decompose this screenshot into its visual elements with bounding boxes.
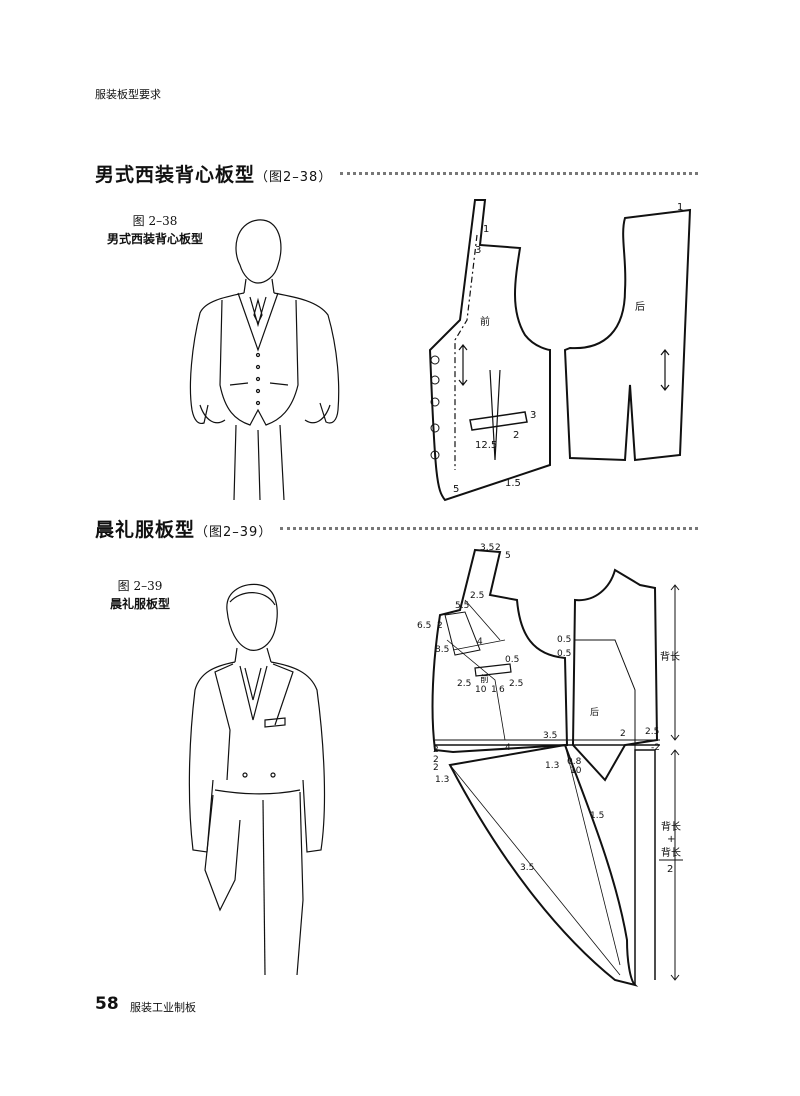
vest-figure-illustration	[189, 219, 340, 500]
measure-label: 10	[475, 685, 487, 695]
measure-label: 5	[453, 484, 459, 495]
caption-figure-number: 图 2–39	[117, 579, 163, 593]
section-figure-ref: （图2–39）	[195, 525, 273, 540]
measure-label: 1	[491, 685, 497, 695]
caption-figure-name: 男式西装背心板型	[106, 232, 203, 246]
measure-label: 0.5	[557, 635, 571, 645]
measure-label: 0.5	[557, 649, 571, 659]
measure-label: 0.8	[567, 757, 582, 767]
dimension-back-length: 背长	[660, 650, 680, 663]
dimension-back-length-plus: 背长	[661, 820, 681, 833]
measure-label: 5	[505, 551, 511, 561]
morning-coat-figure-illustration	[188, 583, 326, 975]
figure-caption-vest: 图 2–38 男式西装背心板型	[95, 212, 215, 248]
measure-label: 8.5	[435, 645, 449, 655]
measure-label: 2	[620, 729, 626, 739]
measure-label: 12.5	[475, 440, 497, 451]
measure-label: 3.5	[520, 863, 534, 873]
title-leader-dots	[340, 172, 698, 175]
dimension-plus-sign: +	[667, 834, 675, 845]
section-title-text: 晨礼服板型	[95, 519, 196, 541]
measure-label: 1.3	[435, 775, 449, 785]
measure-label: 2	[437, 621, 443, 631]
title-leader-dots	[280, 527, 698, 530]
measure-label: 1.5	[505, 478, 521, 489]
measure-label: 2	[495, 543, 501, 553]
measure-label: 1	[483, 224, 489, 235]
page-number: 58	[95, 994, 119, 1014]
measure-label: 1.5	[590, 811, 604, 821]
measure-label: 4	[477, 637, 483, 647]
measure-label: 3.5	[480, 543, 494, 553]
measure-label: 0.5	[505, 655, 519, 665]
measure-label: 3.5	[543, 731, 557, 741]
measure-label: 1	[677, 202, 683, 213]
label-back: 后	[590, 707, 599, 718]
measure-label: 1.3	[545, 761, 559, 771]
measure-label: 3	[530, 410, 536, 421]
measure-label: 2.5	[470, 591, 484, 601]
measure-label: 6	[499, 685, 505, 695]
measure-label: 2	[433, 745, 439, 755]
caption-figure-number: 图 2–38	[132, 214, 178, 228]
measure-label: -2	[651, 743, 660, 753]
label-back: 后	[635, 301, 645, 313]
section-title-text: 男式西装背心板型	[95, 164, 256, 186]
measure-label: 2.5	[457, 679, 471, 689]
label-front: 前	[480, 673, 489, 685]
measure-label: 6.5	[417, 621, 431, 631]
measure-label: 2.5	[509, 679, 523, 689]
figure-caption-morning-coat: 图 2–39 晨礼服板型	[95, 577, 185, 613]
measure-label: 2	[433, 763, 439, 773]
morning-coat-pattern-diagram: 前 后 3.5 2 5 5.5 2.5 6.5 2 8.5 4 0.5 0.5 …	[417, 543, 683, 987]
dimension-back-length-half: 背长	[661, 846, 681, 859]
measure-label: 5.5	[455, 601, 469, 611]
measure-label: 3	[475, 245, 481, 256]
section-figure-ref: （图2–38）	[255, 170, 333, 185]
section-title-morning-coat: 晨礼服板型（图2–39）	[95, 515, 272, 542]
measure-label: 10	[570, 766, 582, 776]
label-front: 前	[480, 315, 490, 328]
measure-label: 2	[433, 755, 439, 765]
measure-label: 4	[505, 743, 511, 753]
caption-figure-name: 晨礼服板型	[109, 597, 170, 611]
measure-label: 2.5	[645, 727, 659, 737]
running-head: 服装板型要求	[95, 88, 161, 101]
section-title-vest: 男式西装背心板型（图2–38）	[95, 160, 332, 187]
measure-label: 2	[513, 430, 519, 441]
dimension-half-divisor: 2	[667, 864, 673, 875]
vest-pattern-diagram: 前 后 1 3 3 2 12.5 5 1.5 1	[428, 199, 692, 502]
book-title: 服装工业制板	[130, 1001, 196, 1014]
